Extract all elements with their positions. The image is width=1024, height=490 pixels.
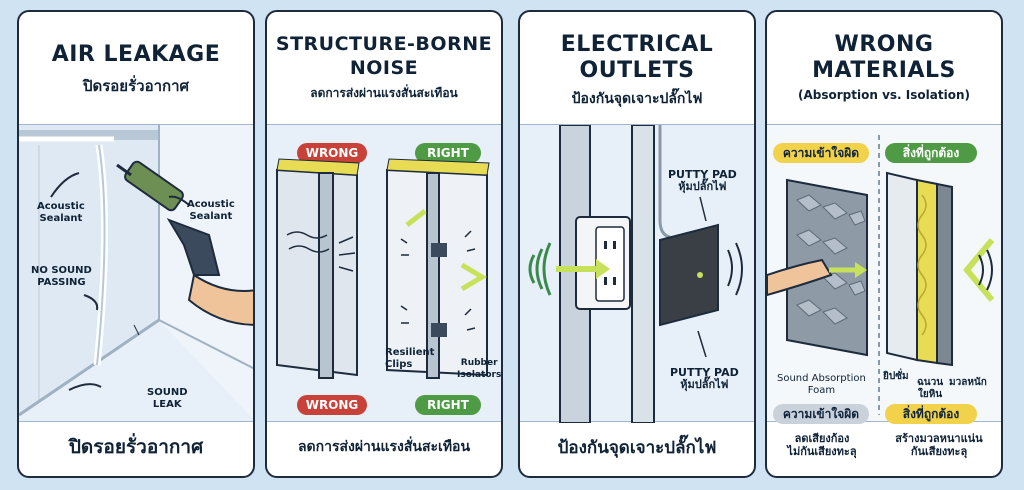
panel-header: WRONG MATERIALS (Absorption vs. Isolatio… (767, 12, 1001, 124)
badge-correct-bottom: สิ่งที่ถูกต้อง (885, 404, 977, 424)
panel-footer: ลดการส่งผ่านแรงสั่นสะเทือน (297, 439, 471, 455)
label-sound-leak: SOUND LEAK (147, 387, 188, 410)
label-gypsum: ยิปซั่ม (883, 371, 909, 382)
badge-wrong-bottom: WRONG (297, 395, 367, 415)
panel-footer: ปิดรอยรั่วอากาศ (68, 436, 204, 458)
panel-title-line1: ELECTRICAL (560, 32, 714, 57)
label-no-sound-passing: NO SOUND PASSING (31, 265, 92, 288)
label-putty-pad-top: PUTTY PAD หุ้มปลั๊กไฟ (668, 168, 737, 193)
room-corner-illustration (19, 125, 253, 419)
panel-footer: ป้องกันจุดเจาะปลั๊กไฟ (557, 437, 717, 458)
label-rockwool: ฉนวน ใยหิน (917, 377, 944, 400)
panel-structure-borne-noise: STRUCTURE-BORNE NOISE ลดการส่งผ่านแรงสั่… (265, 10, 503, 478)
panel-subtitle: ปิดรอยรั่วอากาศ (82, 77, 190, 95)
illustration-wrong-materials: ความเข้าใจผิด สิ่งที่ถูกต้อง (767, 124, 1001, 422)
badge-correct-top: สิ่งที่ถูกต้อง (885, 143, 977, 163)
panel-air-leakage: AIR LEAKAGE ปิดรอยรั่วอากาศ A (17, 10, 255, 478)
panel-title-line1: WRONG (834, 32, 934, 57)
panel-title: AIR LEAKAGE (51, 42, 221, 67)
label-acoustic-sealant-left: Acoustic Sealant (37, 201, 85, 224)
badge-right-bottom: RIGHT (415, 395, 481, 415)
illustration-structure-borne: WRONG RIGHT Resilient Clips Rubber Isola… (267, 124, 501, 422)
label-resilient-clips: Resilient Clips (385, 347, 435, 370)
panel-header: AIR LEAKAGE ปิดรอยรั่วอากาศ (19, 12, 253, 124)
label-putty-pad-bottom: PUTTY PAD หุ้มปลั๊กไฟ (670, 366, 739, 391)
illustration-air-leakage: Acoustic Sealant Acoustic Sealant NO SOU… (19, 124, 253, 422)
panel-header: STRUCTURE-BORNE NOISE ลดการส่งผ่านแรงสั่… (267, 12, 501, 124)
stud-wall-illustration (276, 158, 490, 379)
note-misconception: ลดเสียงก้อง ไม่กันเสียงทะลุ (787, 432, 857, 458)
note-correct: สร้างมวลหนาแน่น กันเสียงทะลุ (895, 432, 983, 458)
label-rubber-isolators: Rubber Isolators (457, 358, 502, 380)
panel-title-line2: NOISE (349, 57, 419, 79)
panel-subtitle: ป้องกันจุดเจาะปลั๊กไฟ (571, 91, 703, 107)
label-absorption-foam: Sound Absorption Foam (777, 373, 866, 396)
panel-subtitle: ลดการส่งผ่านแรงสั่นสะเทือน (310, 86, 458, 100)
badge-misconception-top: ความเข้าใจผิด (773, 143, 869, 163)
panel-subtitle: (Absorption vs. Isolation) (798, 88, 970, 102)
panel-title-line2: OUTLETS (579, 58, 695, 83)
materials-illustration (767, 135, 995, 415)
panel-title-line2: MATERIALS (812, 58, 956, 83)
panel-wrong-materials: WRONG MATERIALS (Absorption vs. Isolatio… (765, 10, 1003, 478)
badge-wrong-top: WRONG (297, 143, 367, 163)
outlet-illustration (528, 125, 743, 423)
panel-header: ELECTRICAL OUTLETS ป้องกันจุดเจาะปลั๊กไฟ (520, 12, 754, 124)
panel-title-line1: STRUCTURE-BORNE (275, 33, 493, 55)
badge-misconception-bottom: ความเข้าใจผิด (773, 404, 869, 424)
label-acoustic-sealant-right: Acoustic Sealant (187, 199, 235, 222)
panel-electrical-outlets: ELECTRICAL OUTLETS ป้องกันจุดเจาะปลั๊กไฟ (518, 10, 756, 478)
label-mass: มวลหนัก (949, 377, 987, 388)
illustration-electrical-outlets: PUTTY PAD หุ้มปลั๊กไฟ PUTTY PAD หุ้มปลั๊… (520, 124, 754, 423)
badge-right-top: RIGHT (415, 143, 481, 163)
